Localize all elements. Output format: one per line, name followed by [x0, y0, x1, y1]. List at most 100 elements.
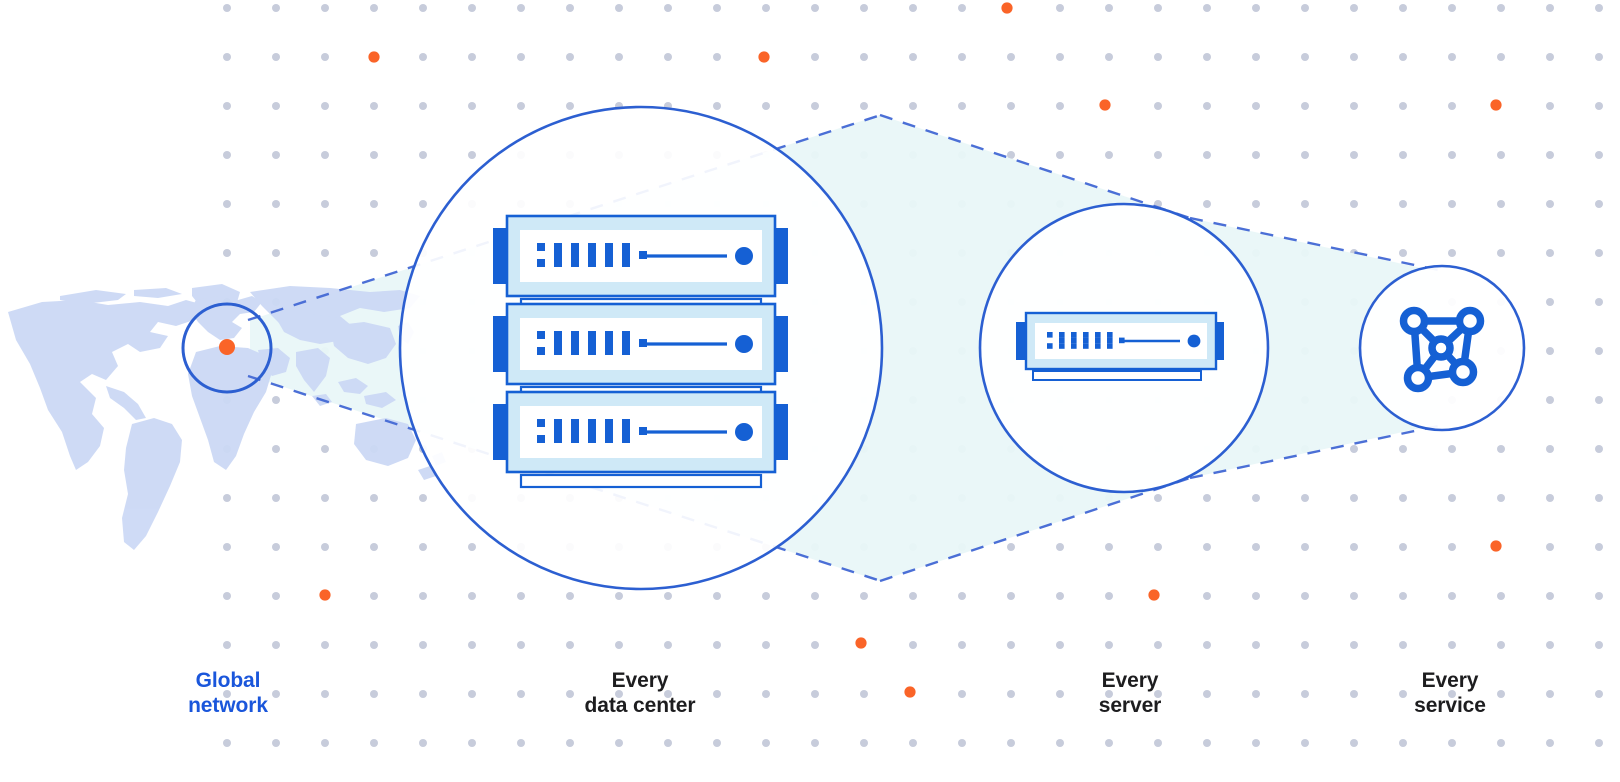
grid-dot [419, 151, 427, 159]
grid-dot [1301, 592, 1309, 600]
grid-dot [321, 494, 329, 502]
grid-dot [860, 690, 868, 698]
grid-dot [1595, 690, 1603, 698]
grid-dot [1203, 690, 1211, 698]
grid-dot [1448, 53, 1456, 61]
grid-dot [615, 690, 623, 698]
grid-dot [909, 53, 917, 61]
grid-dot [1105, 53, 1113, 61]
grid-dot [1595, 739, 1603, 747]
grid-dot [1252, 200, 1260, 208]
grid-dot [321, 739, 329, 747]
grid-dot [762, 739, 770, 747]
grid-dot [272, 494, 280, 502]
grid-dot [1056, 151, 1064, 159]
grid-dot [1203, 200, 1211, 208]
grid-dot [1546, 494, 1554, 502]
grid-dot [958, 592, 966, 600]
grid-dot [321, 641, 329, 649]
grid-dot [909, 4, 917, 12]
grid-dot [1350, 200, 1358, 208]
grid-dot [419, 543, 427, 551]
grid-dot [1595, 151, 1603, 159]
grid-dot [1595, 102, 1603, 110]
grid-dot [1399, 592, 1407, 600]
grid-dot [713, 592, 721, 600]
grid-dot [223, 4, 231, 12]
grid-dot [1399, 200, 1407, 208]
grid-dot [1497, 641, 1505, 649]
accent-dot [319, 589, 331, 601]
grid-dot [1350, 641, 1358, 649]
grid-dot [1497, 739, 1505, 747]
grid-dot [272, 4, 280, 12]
grid-dot [1350, 151, 1358, 159]
grid-dot [1007, 53, 1015, 61]
accent-dot [368, 51, 380, 63]
grid-dot [370, 592, 378, 600]
grid-dot [1595, 445, 1603, 453]
single-server-icon [1016, 311, 1224, 381]
grid-dot [1448, 690, 1456, 698]
grid-dot [1252, 690, 1260, 698]
grid-dot [958, 641, 966, 649]
grid-dot [1350, 690, 1358, 698]
grid-dot [1399, 739, 1407, 747]
grid-dot [566, 53, 574, 61]
grid-dot [1350, 494, 1358, 502]
grid-dot [1056, 690, 1064, 698]
grid-dot [1595, 249, 1603, 257]
grid-dot [1203, 739, 1211, 747]
grid-dot [958, 739, 966, 747]
grid-dot [272, 690, 280, 698]
grid-dot [1301, 4, 1309, 12]
grid-dot [1252, 592, 1260, 600]
grid-dot [223, 739, 231, 747]
grid-dot [468, 592, 476, 600]
grid-dot [1448, 200, 1456, 208]
grid-dot [1497, 200, 1505, 208]
grid-dot [1497, 53, 1505, 61]
grid-dot [517, 739, 525, 747]
grid-dot [1448, 151, 1456, 159]
grid-dot [713, 641, 721, 649]
grid-dot [370, 543, 378, 551]
grid-dot [1595, 641, 1603, 649]
grid-dot [1105, 151, 1113, 159]
grid-dot [223, 494, 231, 502]
grid-dot [517, 53, 525, 61]
grid-dot [713, 102, 721, 110]
grid-dot [1546, 200, 1554, 208]
grid-dot [321, 102, 329, 110]
grid-dot [1595, 298, 1603, 306]
network-mesh-nodes [1399, 306, 1485, 393]
grid-dot [1399, 543, 1407, 551]
grid-dot [566, 641, 574, 649]
grid-dot [1203, 641, 1211, 649]
grid-dot [1546, 543, 1554, 551]
grid-dot [272, 641, 280, 649]
grid-dot [223, 641, 231, 649]
grid-dot [1301, 739, 1309, 747]
accent-dots [319, 2, 1502, 698]
grid-dot [517, 641, 525, 649]
grid-dot [1350, 102, 1358, 110]
grid-dot [1399, 249, 1407, 257]
grid-dot [615, 641, 623, 649]
grid-dot [1448, 4, 1456, 12]
grid-dot [1448, 494, 1456, 502]
grid-dot [223, 543, 231, 551]
grid-dot [1056, 641, 1064, 649]
grid-dot [468, 4, 476, 12]
grid-dot [811, 592, 819, 600]
accent-dot [1099, 99, 1111, 111]
grid-dot [1252, 739, 1260, 747]
grid-dot [1546, 592, 1554, 600]
accent-dot [1490, 99, 1502, 111]
grid-dot [958, 53, 966, 61]
grid-dot [1546, 151, 1554, 159]
grid-dot [762, 641, 770, 649]
grid-dot [370, 102, 378, 110]
grid-dot [1154, 53, 1162, 61]
grid-dot [1252, 151, 1260, 159]
